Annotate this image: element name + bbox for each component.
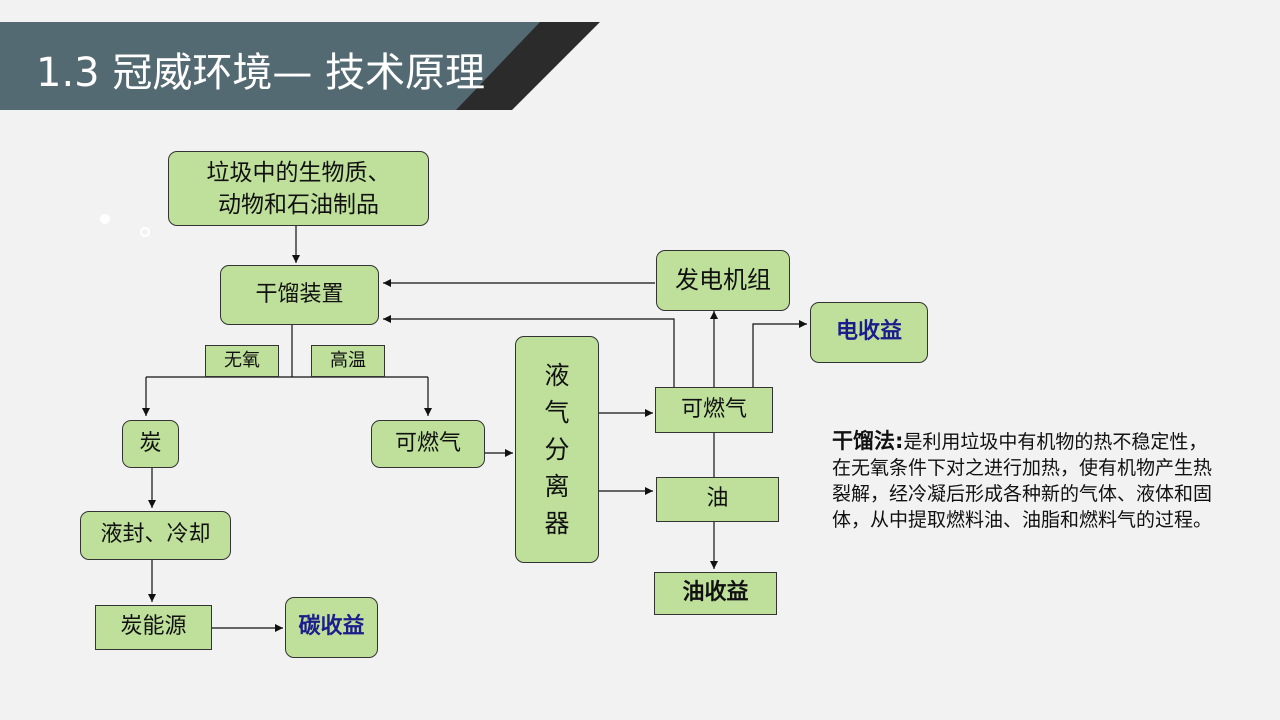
- method-description: 干馏法:是利用垃圾中有机物的热不稳定性，在无氧条件下对之进行加热，使有机物产生热…: [832, 428, 1224, 533]
- combustible-gas-left-box: 可燃气: [371, 420, 485, 468]
- source-line-2: 动物和石油制品: [218, 191, 379, 218]
- liquid-gas-separator-box: 液 气 分 离 器: [515, 336, 599, 563]
- banner-shape: [0, 22, 600, 110]
- condition-oxygen-free: 无氧: [205, 345, 279, 377]
- dry-distillation-box: 干馏装置: [220, 265, 379, 325]
- separator-char-5: 器: [544, 509, 570, 538]
- title-banner: 1.3 冠威环境— 技术原理: [0, 0, 1280, 130]
- arrow-gas-to-power: [752, 320, 807, 387]
- separator-char-1: 液: [544, 361, 570, 390]
- liquid-seal-cooling-box: 液封、冷却: [80, 511, 231, 560]
- carbon-revenue-box: 碳收益: [285, 597, 378, 658]
- combustible-gas-right-box: 可燃气: [655, 387, 773, 433]
- separator-char-3: 分: [544, 435, 570, 464]
- separator-char-2: 气: [544, 398, 570, 427]
- power-revenue-box: 电收益: [810, 302, 928, 363]
- oil-revenue-box: 油收益: [654, 572, 777, 615]
- description-term: 干馏法:: [832, 429, 904, 453]
- arrow-gas-return: [383, 315, 675, 387]
- condition-high-temp: 高温: [311, 345, 385, 377]
- oil-box: 油: [656, 477, 779, 522]
- separator-char-4: 离: [544, 472, 570, 501]
- source-line-1: 垃圾中的生物质、: [206, 159, 391, 186]
- page-title: 1.3 冠威环境— 技术原理: [36, 50, 486, 96]
- decor-dot: [100, 214, 110, 224]
- generator-set-box: 发电机组: [656, 250, 790, 311]
- source-box: 垃圾中的生物质、 动物和石油制品: [168, 151, 429, 226]
- decor-ring: [140, 227, 150, 237]
- description-text: 是利用垃圾中有机物的热不稳定性，在无氧条件下对之进行加热，使有机物产生热裂解，经…: [832, 431, 1213, 531]
- charcoal-box: 炭: [122, 420, 179, 468]
- charcoal-energy-box: 炭能源: [95, 605, 212, 650]
